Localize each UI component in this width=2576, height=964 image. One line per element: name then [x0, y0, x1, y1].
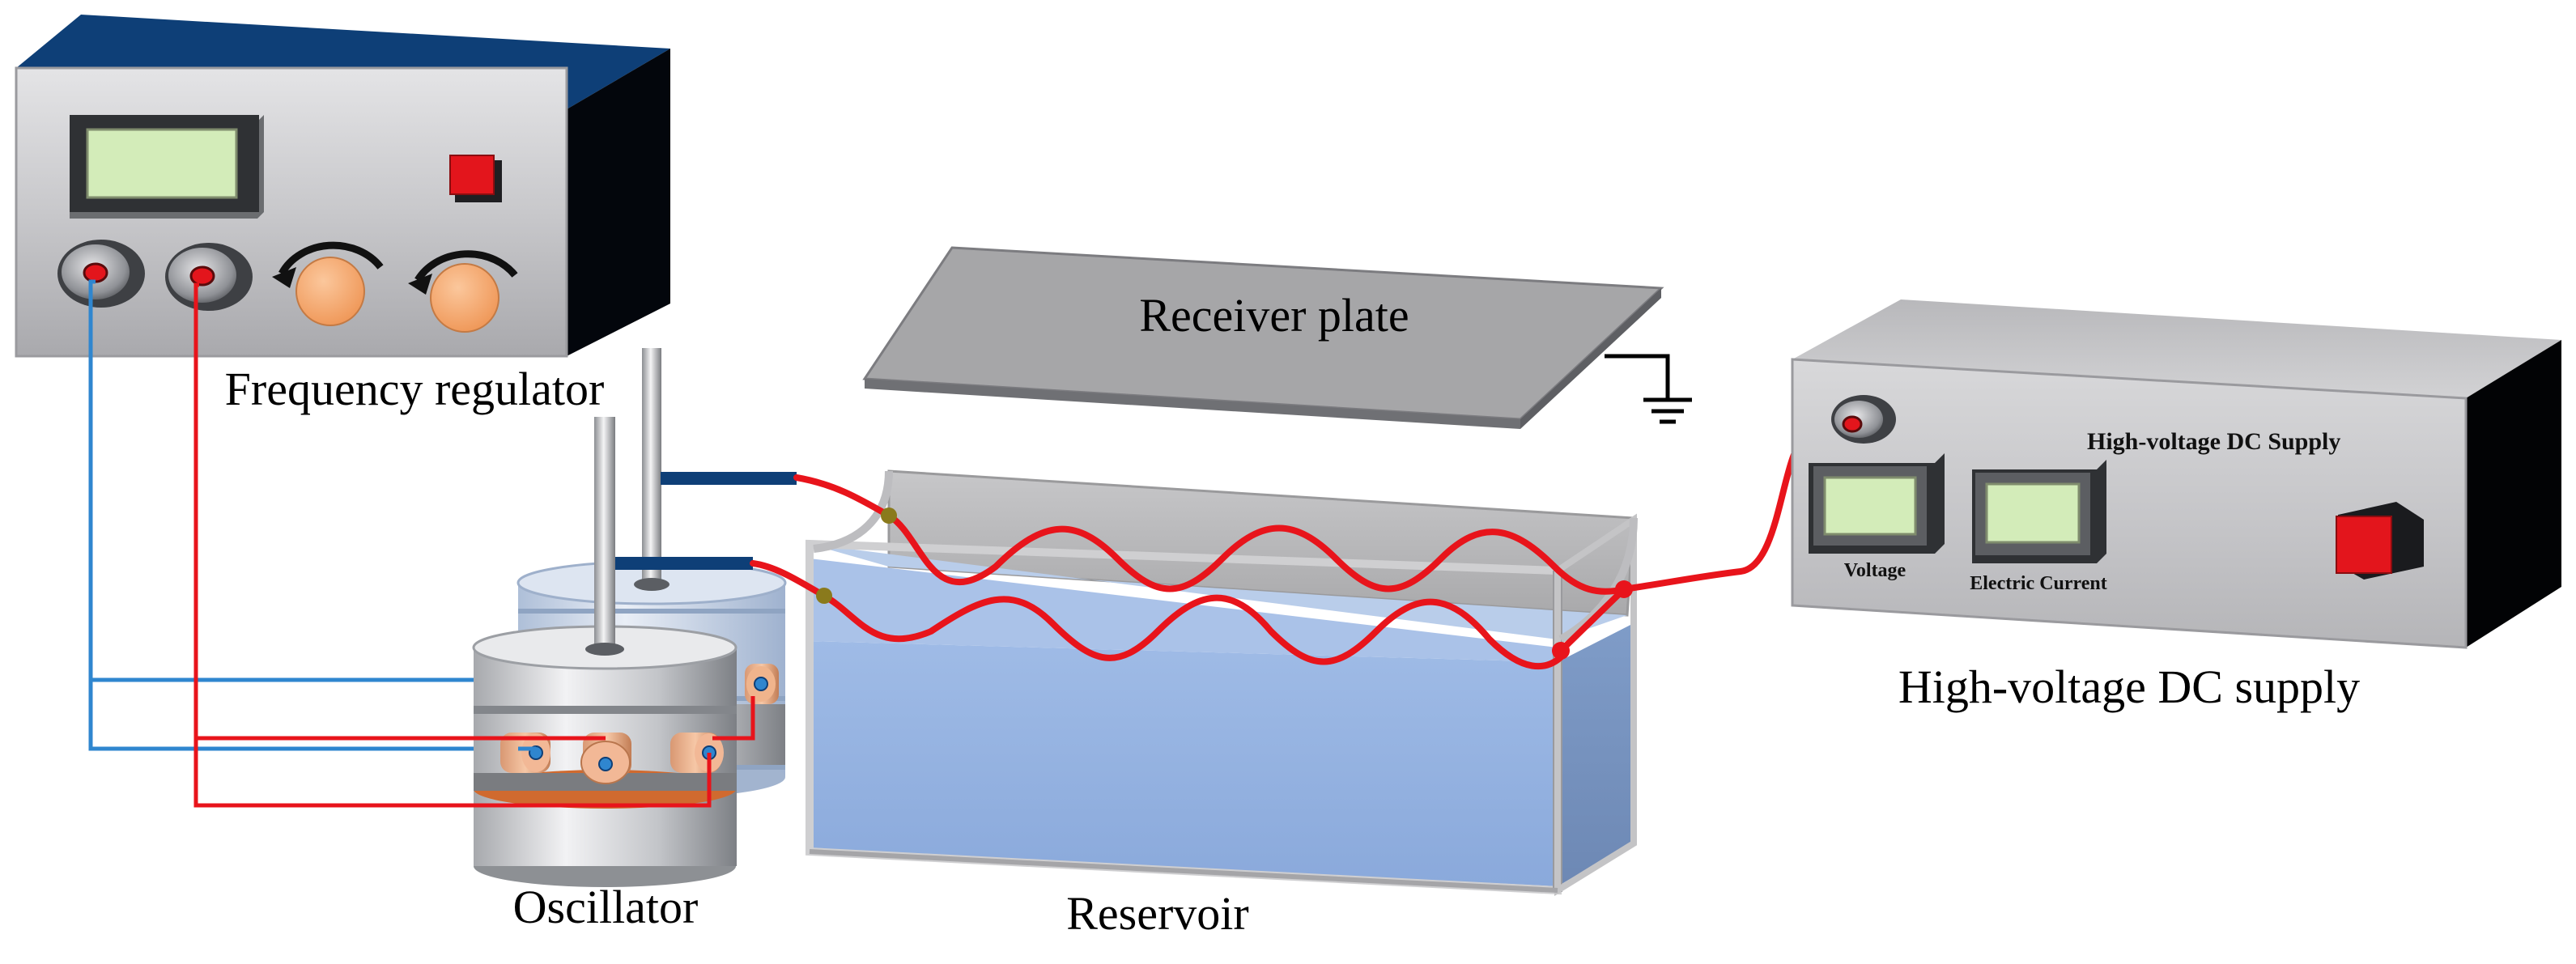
high-voltage-supply-label: High-voltage DC supply: [1898, 660, 2360, 713]
oscillator-front: [472, 625, 738, 887]
hv-front: [1791, 358, 2468, 649]
frequency-regulator-device: [15, 15, 670, 358]
hv-top: [1792, 299, 2561, 398]
receiver-plate-edge: [865, 379, 1520, 429]
wire-junctions: [816, 507, 1633, 660]
receiver-plate: Receiver plate: [862, 246, 1692, 429]
upper-wave-wire: [793, 474, 1627, 595]
front-electrode-middle: [580, 733, 631, 784]
high-voltage-supply-device: High-voltage DC Supply Voltage Electric …: [1791, 299, 2561, 649]
rear-rod: [642, 348, 661, 586]
regulator-knob-1[interactable]: [272, 241, 384, 326]
regulator-knob-2[interactable]: [408, 250, 518, 333]
regulator-side: [567, 49, 670, 356]
water-surface: [810, 544, 1627, 639]
regulator-output-jack-2[interactable]: [165, 243, 253, 311]
regulator-power-button[interactable]: [449, 155, 502, 202]
front-rod: [594, 417, 615, 652]
water-front: [810, 641, 1558, 886]
ground-symbol: [1605, 354, 1692, 424]
regulator-display: [70, 115, 264, 219]
lower-wave-wire: [750, 560, 1566, 669]
oscillator-assembly: [472, 348, 787, 887]
oscillator-label: Oscillator: [513, 881, 699, 933]
voltage-label: Voltage: [1844, 560, 1906, 581]
reservoir-tank: [806, 469, 1638, 897]
rear-electrode: [745, 664, 779, 704]
hv-output-jack[interactable]: [1831, 395, 1896, 444]
current-display: Electric Current: [1970, 460, 2107, 594]
receiver-plate-label: Receiver plate: [1139, 289, 1409, 342]
regulator-output-jack-1[interactable]: [57, 240, 145, 308]
water-side: [1558, 623, 1634, 886]
hv-power-button[interactable]: [2336, 502, 2424, 580]
tank-side-glass: [1554, 513, 1637, 897]
voltage-display: Voltage: [1809, 453, 1945, 581]
frequency-regulator-label: Frequency regulator: [225, 363, 605, 415]
front-electrode-left: [500, 733, 550, 773]
hv-panel-title: High-voltage DC Supply: [2087, 428, 2340, 455]
electric-current-label: Electric Current: [1970, 573, 2107, 594]
nozzle-tubes: [615, 472, 797, 570]
reservoir-label: Reservoir: [1066, 887, 1249, 940]
hv-side: [2466, 340, 2561, 648]
